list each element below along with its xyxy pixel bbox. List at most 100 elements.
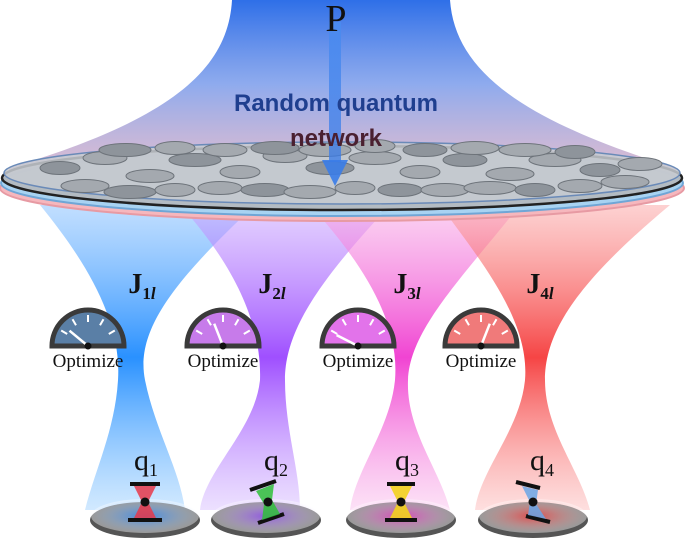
gauge-tick: [99, 318, 105, 326]
gauge-tick: [501, 329, 509, 335]
gauge-needle: [336, 333, 359, 348]
network-node: [463, 181, 517, 195]
network-node: [514, 183, 556, 197]
gauge-tick: [234, 318, 240, 326]
optimize-label: Optimize: [323, 351, 394, 372]
output-beam-1: [40, 205, 255, 510]
gauge-needle: [68, 329, 89, 347]
pump-beam: [9, 0, 676, 188]
gauge-tick: [108, 329, 116, 335]
gauge-dial-icon: [442, 307, 520, 349]
qubit-label-1: q1: [134, 444, 158, 480]
gauge-hub: [84, 342, 92, 350]
gauge-tick: [243, 329, 251, 335]
optimize-gauge-1[interactable]: Optimize: [49, 307, 127, 372]
network-node: [377, 183, 423, 197]
qubit-dot: [263, 497, 273, 507]
output-beam-3: [310, 205, 520, 510]
qubit-platform-4: [478, 480, 588, 538]
coupling-label-4: J4l: [526, 269, 554, 303]
network-node: [154, 183, 196, 197]
network-node: [420, 183, 470, 197]
network-node: [60, 179, 110, 193]
network-node: [240, 183, 290, 197]
network-node: [103, 185, 157, 199]
network-node: [168, 153, 222, 167]
gauge-hub: [354, 342, 362, 350]
gauge-hub: [219, 342, 227, 350]
network-node: [283, 185, 337, 199]
network-node: [197, 181, 243, 195]
network-node: [154, 141, 196, 155]
network-node: [402, 143, 448, 157]
output-beam-2: [180, 205, 390, 510]
gauge-tick: [71, 318, 77, 326]
network-title-line2: network: [290, 125, 383, 152]
optimize-label: Optimize: [53, 351, 124, 372]
down-arrow-icon: [322, 22, 348, 186]
qubit-label-2: q2: [264, 444, 288, 480]
qubit-platform-1: [90, 482, 200, 538]
gauge-dial-icon: [49, 307, 127, 349]
network-node: [442, 153, 488, 167]
gauge-ticks: [330, 315, 386, 335]
network-node: [250, 141, 300, 155]
pump-label: P: [325, 0, 346, 40]
qubit-dot: [396, 497, 406, 507]
network-node: [219, 165, 261, 179]
network-node: [399, 165, 441, 179]
optimize-gauge-3[interactable]: Optimize: [319, 307, 397, 372]
gauge-ticks: [453, 315, 509, 335]
network-node: [39, 161, 81, 175]
network-node: [485, 167, 535, 181]
gauge-needle: [479, 323, 491, 347]
gauge-needle: [213, 323, 225, 347]
gauge-dial-icon: [184, 307, 262, 349]
gauge-ticks: [60, 315, 116, 335]
gauge-tick: [464, 318, 470, 326]
optimize-label: Optimize: [446, 351, 517, 372]
gauge-tick: [378, 329, 386, 335]
coupling-label-3: J3l: [393, 269, 421, 303]
gauge-tick: [492, 318, 498, 326]
network-node: [554, 145, 596, 159]
network-node: [579, 163, 621, 177]
network-disk: [0, 139, 685, 222]
output-beam-4: [440, 205, 670, 510]
qubit-label-3: q3: [395, 444, 419, 480]
gauge-tick: [195, 329, 203, 335]
network-node: [202, 143, 248, 157]
optimize-gauge-4[interactable]: Optimize: [442, 307, 520, 372]
qubit-dot: [528, 497, 538, 507]
qubit-dot: [140, 497, 150, 507]
network-node: [348, 151, 402, 165]
coupling-label-2: J2l: [258, 269, 286, 303]
gauge-ticks: [195, 315, 251, 335]
qubit-label-4: q4: [530, 444, 554, 480]
network-node: [498, 143, 552, 157]
network-node: [600, 175, 650, 189]
optimize-gauge-2[interactable]: Optimize: [184, 307, 262, 372]
network-title-line1: Random quantum: [234, 90, 438, 117]
network-node: [617, 157, 663, 171]
network-node: [125, 169, 175, 183]
gauge-hub: [477, 342, 485, 350]
network-node: [450, 141, 500, 155]
network-node: [557, 179, 603, 193]
qubit-platform-2: [211, 479, 321, 538]
gauge-tick: [453, 329, 461, 335]
gauge-tick: [330, 329, 338, 335]
network-nodes: [39, 139, 663, 199]
gauge-tick: [206, 318, 212, 326]
optimize-label: Optimize: [188, 351, 259, 372]
network-node: [354, 139, 396, 153]
gauge-tick: [369, 318, 375, 326]
gauge-tick: [341, 318, 347, 326]
network-node: [334, 181, 376, 195]
network-node: [98, 143, 152, 157]
coupling-label-1: J1l: [128, 269, 156, 303]
qubit-platform-3: [346, 482, 456, 538]
gauge-tick: [60, 329, 68, 335]
